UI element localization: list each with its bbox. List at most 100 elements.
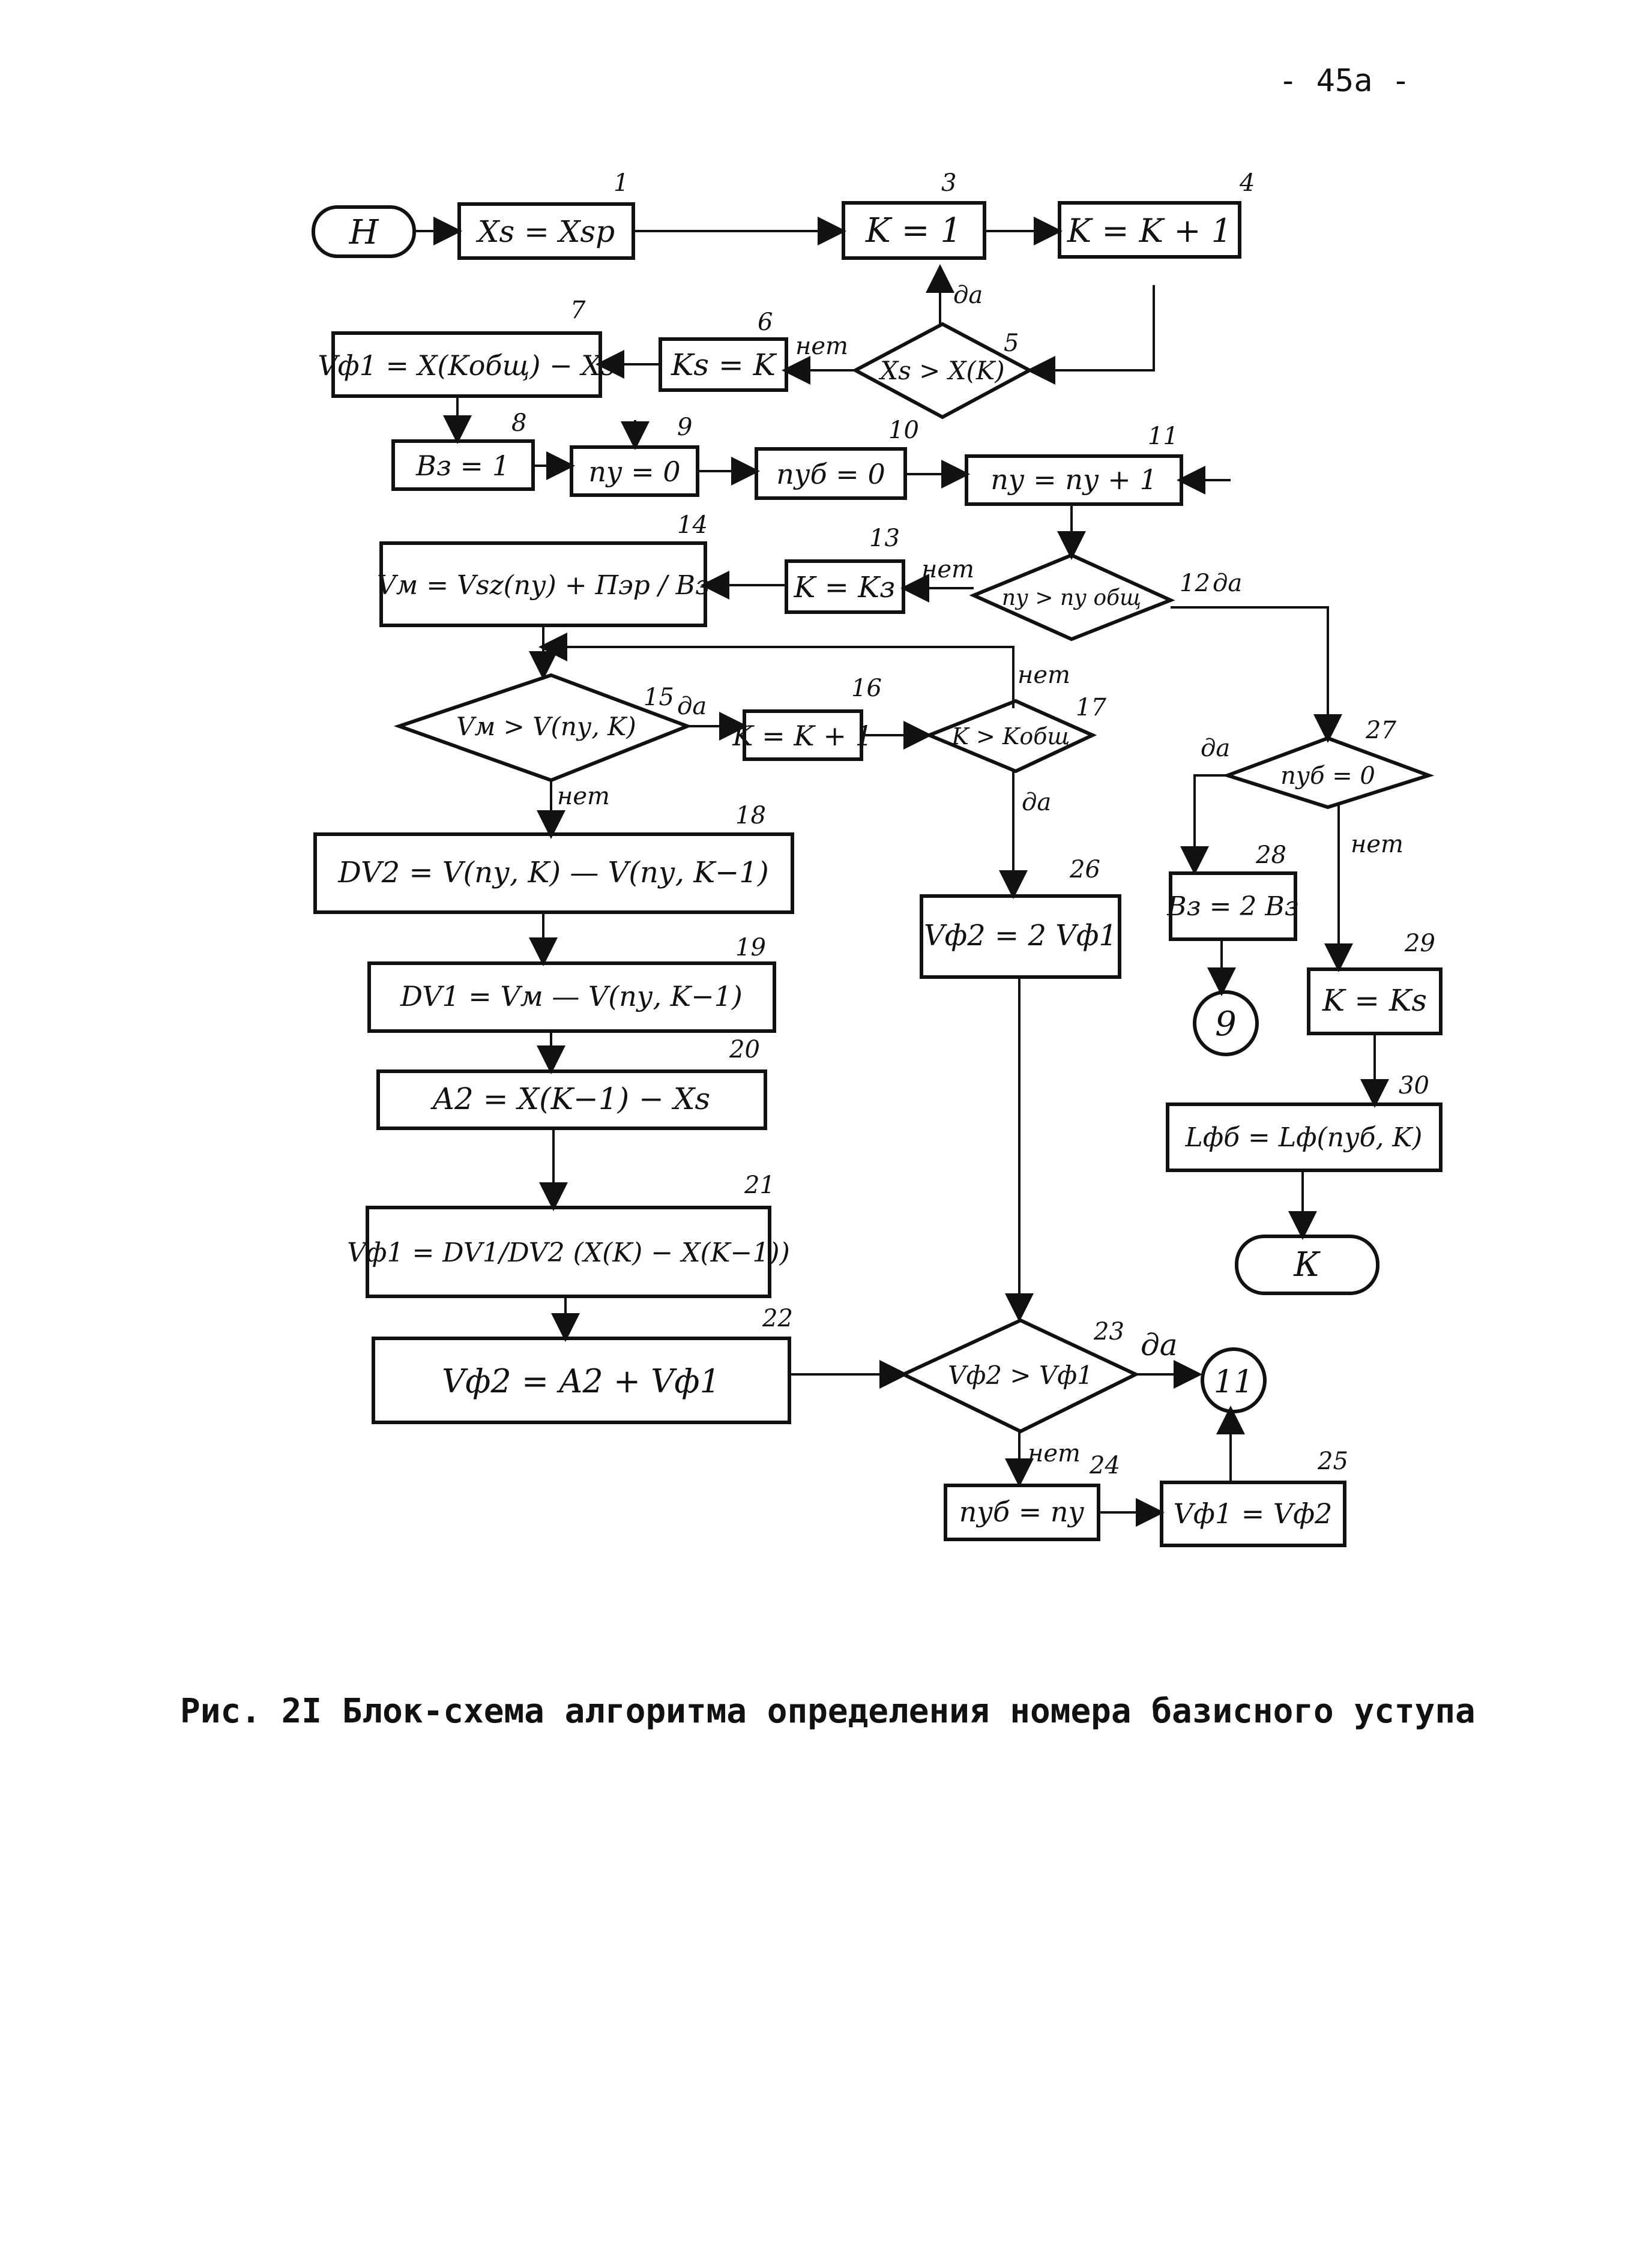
block-24-text: nуб = nу	[959, 1496, 1085, 1528]
process-block-24: nуб = nу 24	[944, 1452, 1120, 1541]
process-block-6: Ks = K 6	[659, 308, 788, 392]
process-block-8: Bз = 1 8	[391, 409, 535, 491]
start-label: Н	[349, 213, 379, 252]
block-12-no-label: нет	[921, 556, 974, 583]
block-14-text: Vм = Vsz(nу) + Пэр / Bз	[377, 570, 710, 601]
block-26-number: 26	[1069, 856, 1100, 883]
process-block-19: DV1 = Vм — V(nу, K−1) 19	[367, 934, 776, 1033]
block-15-number: 15	[644, 684, 674, 711]
block-13-number: 13	[869, 525, 900, 552]
process-block-16: K = K + 1 16	[732, 675, 882, 761]
process-block-30: Lфб = Lф(nуб, K) 30	[1166, 1072, 1443, 1172]
block-5-number: 5	[1004, 329, 1019, 357]
block-12-text: nу > nу общ	[1002, 586, 1141, 610]
decision-block-5: Xs > X(K) 5 да нет	[795, 281, 1034, 420]
block-25-number: 25	[1317, 1448, 1348, 1475]
block-6-text: Ks = K	[671, 347, 777, 382]
block-19-text: DV1 = Vм — V(nу, K−1)	[400, 980, 743, 1012]
connector-11-label: 11	[1214, 1364, 1253, 1400]
page-number: - 45а -	[1279, 63, 1410, 99]
block-10-number: 10	[888, 417, 919, 444]
process-block-26: Vф2 = 2 Vф1 26	[920, 856, 1121, 979]
block-8-number: 8	[511, 409, 526, 437]
block-15-text: Vм > V(nу, K)	[456, 712, 636, 741]
block-15-no-label: нет	[557, 783, 610, 810]
block-15-yes-label: да	[677, 693, 707, 720]
process-block-10: nуб = 0 10	[755, 417, 919, 500]
block-26-text: Vф2 = 2 Vф1	[924, 919, 1117, 952]
process-block-29: K = Ks 29	[1307, 930, 1443, 1035]
block-28-number: 28	[1255, 841, 1286, 869]
connector-9: 9	[1193, 990, 1259, 1056]
process-block-28: Bз = 2 Bз 28	[1166, 841, 1299, 941]
process-block-4: K = K + 1 4	[1058, 169, 1255, 259]
block-14-number: 14	[677, 511, 708, 539]
process-block-14: Vм = Vsz(nу) + Пэр / Bз 14	[377, 511, 710, 627]
block-6-number: 6	[758, 308, 773, 336]
block-11-number: 11	[1148, 423, 1178, 450]
block-23-number: 23	[1093, 1318, 1124, 1346]
block-12-yes-label: да	[1213, 570, 1242, 597]
block-4-text: K = K + 1	[1067, 212, 1232, 250]
start-terminator: Н	[312, 205, 416, 258]
figure-caption: Рис. 2I Блок-схема алгоритма определения…	[180, 1692, 1476, 1731]
decision-block-17: K > Kобщ 17 да нет	[924, 661, 1106, 816]
block-28-text: Bз = 2 Bз	[1166, 891, 1298, 922]
block-5-yes-label: да	[953, 281, 983, 309]
block-23-no-label: нет	[1028, 1440, 1081, 1467]
block-23-text: Vф2 > Vф1	[948, 1361, 1093, 1390]
edge-17-15-no	[538, 633, 1014, 708]
decision-block-15: Vм > V(nу, K) 15 да нет	[393, 673, 707, 810]
block-27-no-label: нет	[1351, 831, 1403, 858]
block-7-number: 7	[570, 296, 586, 324]
block-30-number: 30	[1399, 1072, 1429, 1099]
flowchart-edges	[414, 217, 1389, 1527]
block-21-text: Vф1 = DV1/DV2 (X(K) − X(K−1))	[347, 1238, 790, 1268]
process-block-3: K = 1 3	[842, 169, 986, 260]
decision-block-27: nуб = 0 27 да нет	[1201, 717, 1435, 858]
block-23-yes-label: да	[1141, 1328, 1178, 1362]
process-block-7: Vф1 = X(Kобщ) − Xs 7	[318, 296, 615, 398]
block-29-text: K = Ks	[1322, 983, 1427, 1018]
block-7-text: Vф1 = X(Kобщ) − Xs	[318, 349, 615, 382]
block-1-text: Xs = Xsp	[475, 214, 615, 249]
block-17-no-label: нет	[1017, 661, 1070, 689]
connector-11: 11	[1201, 1347, 1267, 1413]
block-17-text: K > Kобщ	[951, 723, 1070, 750]
process-block-25: Vф1 = Vф2 25	[1160, 1448, 1348, 1547]
block-16-number: 16	[851, 675, 882, 702]
block-5-text: Xs > X(K)	[878, 356, 1004, 385]
block-18-text: DV2 = V(nу, K) — V(nу, K−1)	[337, 856, 768, 889]
block-29-number: 29	[1404, 930, 1435, 957]
block-9-number: 9	[677, 414, 692, 441]
block-20-number: 20	[729, 1036, 760, 1063]
block-12-number: 12	[1180, 570, 1210, 597]
block-21-number: 21	[744, 1172, 775, 1199]
block-3-number: 3	[941, 169, 956, 197]
decision-block-12: nу > nу общ 12 да нет	[921, 553, 1242, 642]
process-block-22: Vф2 = A2 + Vф1 22	[372, 1305, 793, 1424]
block-20-text: A2 = X(K−1) − Xs	[430, 1081, 710, 1116]
block-27-yes-label: да	[1201, 735, 1230, 762]
process-block-11: nу = nу + 1 11	[965, 423, 1183, 506]
block-18-number: 18	[735, 802, 766, 829]
block-11-text: nу = nу + 1	[990, 463, 1157, 496]
block-5-no-label: нет	[795, 332, 848, 360]
process-block-13: K = Kз 13	[785, 525, 905, 614]
block-24-number: 24	[1089, 1452, 1120, 1479]
block-30-text: Lфб = Lф(nуб, K)	[1185, 1122, 1423, 1153]
decision-block-23: Vф2 > Vф1 23 да нет	[899, 1318, 1178, 1467]
block-10-text: nуб = 0	[776, 458, 885, 490]
edge-12-27-yes	[1171, 606, 1342, 743]
block-22-text: Vф2 = A2 + Vф1	[442, 1362, 720, 1400]
block-17-number: 17	[1076, 694, 1106, 721]
block-22-number: 22	[762, 1305, 793, 1332]
block-27-text: nуб = 0	[1280, 762, 1375, 790]
block-27-number: 27	[1365, 717, 1396, 744]
process-block-20: A2 = X(K−1) − Xs 20	[376, 1036, 767, 1130]
process-block-9: nу = 0 9	[570, 414, 699, 497]
block-25-text: Vф1 = Vф2	[1174, 1497, 1333, 1530]
end-label: К	[1293, 1245, 1321, 1284]
edge-4-5	[1027, 285, 1155, 385]
